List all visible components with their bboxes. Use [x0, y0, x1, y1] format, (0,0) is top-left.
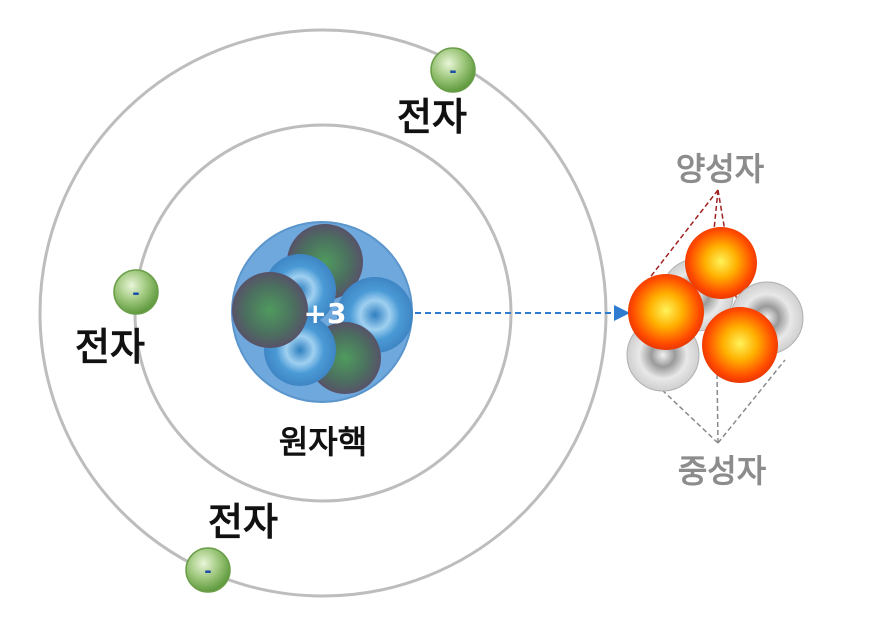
electron-label: 전자	[208, 500, 278, 544]
electron-left: -	[113, 269, 159, 315]
neutron-pointer-lines	[659, 299, 786, 444]
neutron-label: 중성자	[678, 452, 767, 490]
electron-ball	[113, 269, 159, 315]
electron-ball	[185, 547, 231, 593]
electron-label: 전자	[75, 325, 145, 369]
electron-sign: -	[449, 61, 456, 82]
electron-label: 전자	[397, 95, 467, 139]
proton-ball	[702, 307, 778, 383]
nucleus-proton	[232, 272, 308, 348]
proton-ball	[685, 227, 757, 299]
electron-sign: -	[132, 283, 139, 304]
electron-ball	[430, 47, 476, 93]
proton-label: 양성자	[676, 150, 765, 188]
electron-bottom: -	[185, 547, 231, 593]
nucleus-charge: +3	[304, 297, 347, 330]
nucleus-label: 원자핵	[279, 423, 367, 461]
electron-sign: -	[204, 561, 211, 582]
nucleus: +3	[231, 221, 413, 403]
proton-ball	[628, 274, 704, 350]
nucleus-detail	[626, 227, 804, 392]
electron-top: -	[430, 47, 476, 93]
